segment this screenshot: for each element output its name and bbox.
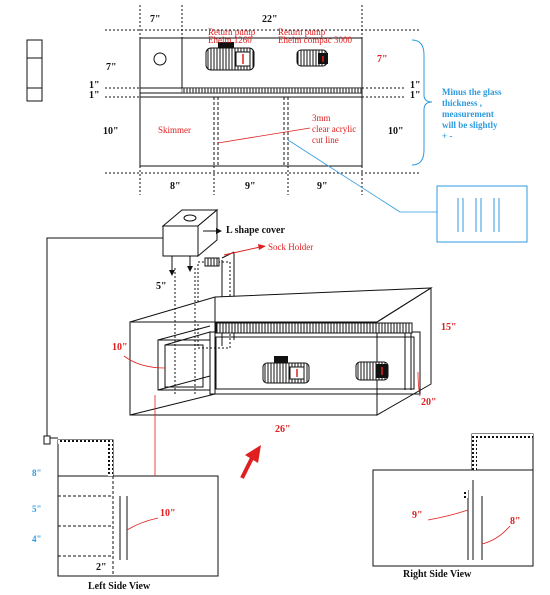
acrylic-pointer xyxy=(217,127,311,144)
pump1-label: Return pump xyxy=(208,27,256,37)
right-view-outline xyxy=(372,469,534,567)
dim-top-22: 22" xyxy=(262,14,278,25)
right-view-hatch-side xyxy=(472,434,477,470)
dim-bottom-9a: 9" xyxy=(245,181,256,192)
dim-right-1a: 1" xyxy=(410,80,421,91)
iso-dim-20: 20" xyxy=(421,397,437,408)
left-dim-4: 4" xyxy=(32,534,42,544)
left-view-outline xyxy=(57,475,219,577)
left-dim-2: 2" xyxy=(96,562,107,573)
iso-dim-5: 5" xyxy=(156,281,167,292)
pump1-model: Eheim 1260 xyxy=(208,35,252,45)
iso-baffle-hatch xyxy=(215,322,413,334)
left-side-view: 8" 5" 4" 2" 10" Left Side View xyxy=(32,237,219,592)
right-dim-8: 8" xyxy=(510,516,521,527)
left-dim-10: 10" xyxy=(160,508,176,519)
iso-dim-10-pointer xyxy=(123,355,166,369)
dim-right-10: 10" xyxy=(388,126,404,137)
note-line-3: measurement xyxy=(442,109,494,119)
l-cover-label: L shape cover xyxy=(226,225,285,236)
note-line-4: will be slightly xyxy=(442,120,498,130)
acrylic-label-1: 3mm xyxy=(312,113,331,123)
right-view-hatch-top xyxy=(472,434,533,438)
right-side-view: 9" 8" Right Side View xyxy=(372,433,534,580)
note-line-2: thickness , xyxy=(442,98,482,108)
iso-dim-26: 26" xyxy=(275,424,291,435)
inset-pointer xyxy=(287,139,401,213)
isometric-view: L shape cover Sock Holder xyxy=(112,208,457,479)
left-dim-5: 5" xyxy=(32,504,42,514)
l-shape-cover xyxy=(161,208,219,276)
iso-dim-10: 10" xyxy=(112,342,128,353)
left-view-title: Left Side View xyxy=(88,581,151,592)
dim-left-7: 7" xyxy=(106,62,117,73)
acrylic-label-3: cut line xyxy=(312,135,339,145)
sock-holder-pointer xyxy=(223,246,261,256)
dim-right-1b: 1" xyxy=(410,90,421,101)
acrylic-label-2: clear acrylic xyxy=(312,124,356,134)
left-view-hatch-top xyxy=(58,440,113,444)
baffle-hatch xyxy=(181,87,363,94)
dim-left-1b: 1" xyxy=(89,90,100,101)
right-dim-9: 9" xyxy=(412,510,423,521)
iso-dim-15: 15" xyxy=(441,322,457,333)
tank-front xyxy=(129,321,378,416)
note-line-1: Minus the glass xyxy=(442,87,502,97)
iso-pump-2-icon xyxy=(355,361,389,381)
direction-arrow-icon xyxy=(240,445,261,479)
skimmer-label: Skimmer xyxy=(158,125,191,135)
dim-right-7: 7" xyxy=(377,54,388,65)
dim-top-7: 7" xyxy=(150,14,161,25)
acrylic-inset xyxy=(436,185,528,243)
dim-left-10: 10" xyxy=(103,126,119,137)
dim-bottom-9b: 9" xyxy=(317,181,328,192)
small-side-block xyxy=(26,39,43,102)
return-pump-1-icon xyxy=(205,42,255,71)
dim-bottom-8: 8" xyxy=(170,181,181,192)
right-view-title: Right Side View xyxy=(403,569,472,580)
sock-holder-label: Sock Holder xyxy=(268,242,313,252)
note-brace xyxy=(411,39,433,166)
return-pump-2-icon xyxy=(296,49,328,67)
left-view-hatch-side xyxy=(108,440,113,476)
left-dim-8: 8" xyxy=(32,468,42,478)
tank-right-face xyxy=(376,287,432,416)
pump2-model: Eheim compac 3000 xyxy=(278,35,352,45)
note-line-5: + - xyxy=(442,131,452,141)
left-connector xyxy=(46,237,163,439)
top-view: 7" 22" 8" 9" 9" 7" 1" 1" 10" 7" 1" 1" 10… xyxy=(26,5,528,243)
dim-left-1a: 1" xyxy=(89,80,100,91)
drain-hole xyxy=(153,52,167,66)
inner-chamber xyxy=(209,331,421,395)
iso-pump-1-icon xyxy=(262,356,310,384)
pump2-label: Return pump xyxy=(278,27,326,37)
